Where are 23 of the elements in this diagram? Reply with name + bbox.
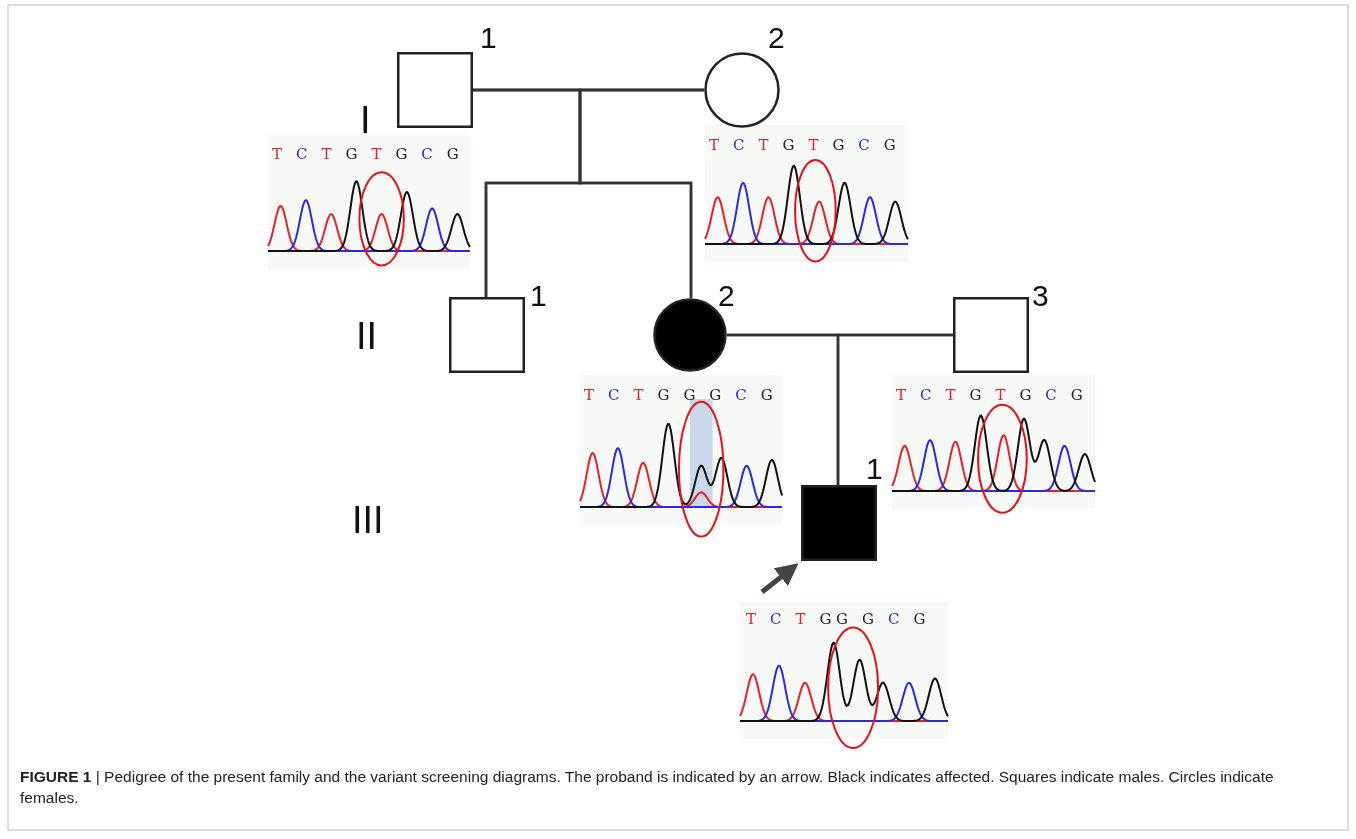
figure-caption: FIGURE 1 | Pedigree of the present family and the variant screening diagrams. The proband is indicated by an arrow. Black indicates affected. Squares indicate males. Circles indicate females. xyxy=(20,767,1275,808)
sequence-label: T C T G T G C G xyxy=(709,136,901,154)
generation-label: III xyxy=(352,500,384,540)
generation-label: I xyxy=(360,100,371,140)
unaffected-male-square xyxy=(397,52,473,128)
generation-label: II xyxy=(356,316,378,356)
pedigree-line xyxy=(578,88,704,298)
arrow xyxy=(760,563,799,594)
sequence-label: T C T GG G C G xyxy=(746,610,930,628)
individual-number: 1 xyxy=(530,280,547,312)
individual-number: 3 xyxy=(1032,280,1049,312)
individual-number: 1 xyxy=(480,22,497,54)
unaffected-male-square xyxy=(953,297,1029,373)
unaffected-female-circle xyxy=(704,52,780,128)
individual-number: 1 xyxy=(866,453,883,485)
affected-male-square xyxy=(801,485,877,561)
sequence-label: T C T G T G C G xyxy=(272,145,464,163)
unaffected-male-square xyxy=(449,297,525,373)
sequence-label: T C T G T G C G xyxy=(896,386,1088,404)
pedigree-line xyxy=(836,333,953,485)
individual-number: 2 xyxy=(768,22,785,54)
individual-number: 2 xyxy=(718,280,735,312)
sequence-label: T C T G G G C G xyxy=(584,386,778,404)
